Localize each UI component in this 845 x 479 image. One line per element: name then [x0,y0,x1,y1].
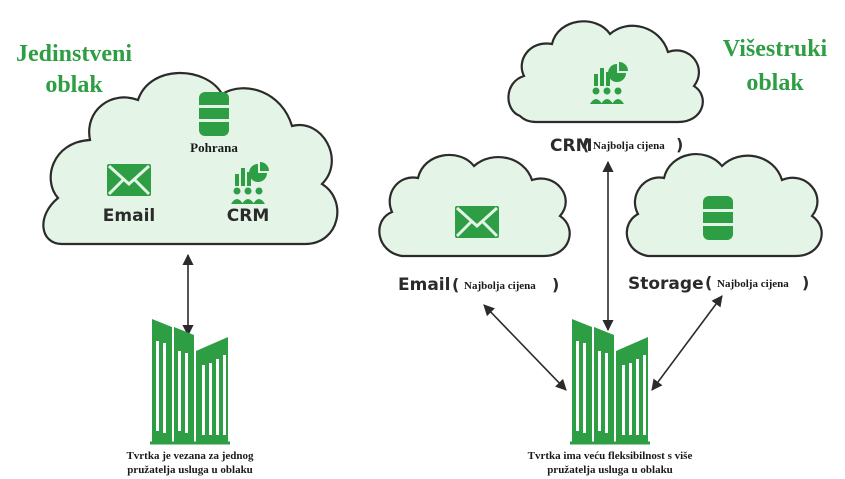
email-cloud [378,153,571,258]
left-title-line2: oblak [45,72,103,98]
right-caption-line1: Tvrtka ima veću fleksibilnost s više [528,450,693,462]
email-envelope-icon [105,162,153,198]
paren-close: ) [802,273,809,292]
left-email-label: Email [103,206,155,226]
left-caption-line1: Tvrtka je vezana za jednog [126,450,254,462]
right-title-line1: Višestruki [723,36,828,62]
left-company-building-icon [148,317,232,445]
paren-close: ) [676,135,683,154]
paren-open: ( [452,275,459,294]
right-storage-label: Storage [628,274,704,294]
paren-open: ( [582,135,589,154]
left-title-line1: Jedinstveni [16,41,132,67]
storage-database-icon [199,92,229,136]
right-title-line2: oblak [746,70,804,96]
right-company-building-icon [568,317,652,445]
storage-connection-arrow [651,295,723,391]
crm-cloud [507,20,704,124]
left-caption-line2: pružatelja usluga u oblaku [127,464,253,476]
right-caption-line2: pružatelja usluga u oblaku [547,464,673,476]
right-crm-label: CRM [550,136,592,156]
paren-close: ) [552,275,559,294]
storage-best-price: Najbolja cijena [717,278,789,290]
email-best-price: Najbolja cijena [464,280,536,292]
email-envelope-icon-right [453,204,501,240]
left-crm-label: CRM [227,206,269,226]
crm-best-price: Najbolja cijena [593,140,665,152]
storage-database-icon-right [703,196,733,240]
right-email-label: Email [398,275,450,295]
paren-open: ( [705,273,712,292]
single-cloud [42,71,339,246]
email-connection-arrow [483,304,567,391]
left-storage-label: Pohrana [190,140,238,155]
